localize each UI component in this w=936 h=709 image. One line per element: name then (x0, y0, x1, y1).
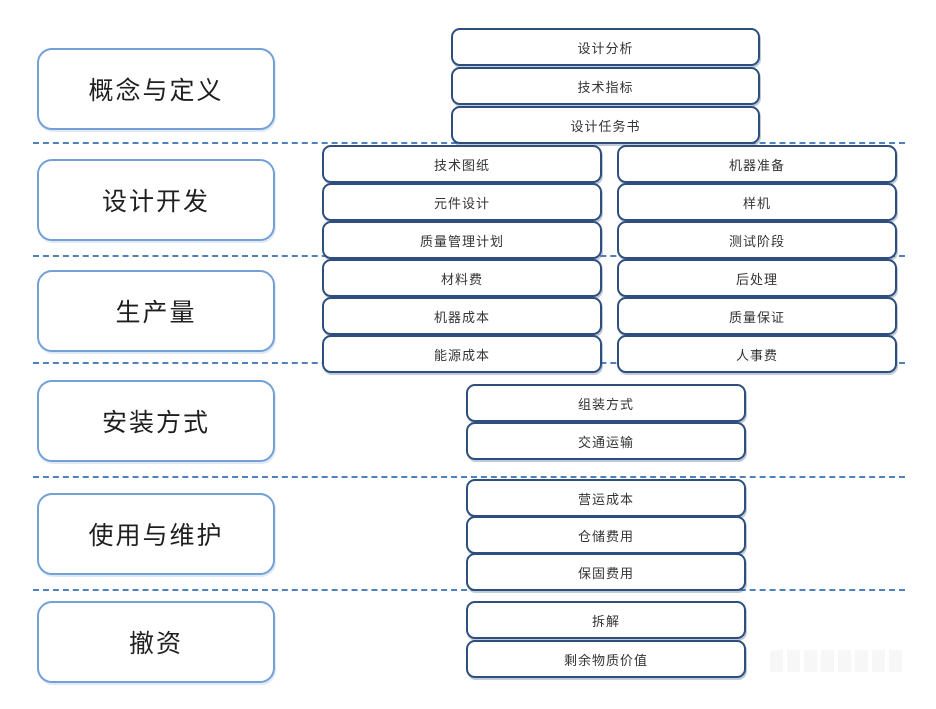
item-label: 设计任务书 (570, 118, 641, 134)
item-storage-cost: 仓储费用 (466, 516, 746, 554)
phase-label: 安装方式 (101, 409, 210, 437)
item-personnel-cost: 人事费 (617, 335, 897, 373)
item-label: 仓储费用 (577, 528, 634, 544)
item-label: 技术指标 (577, 79, 634, 95)
item-label: 材料费 (440, 271, 483, 287)
watermark (770, 650, 905, 672)
phase-label: 生产量 (115, 299, 197, 327)
item-label: 剩余物质价值 (563, 652, 648, 668)
item-label: 能源成本 (433, 347, 490, 363)
phase-label: 使用与维护 (88, 522, 224, 550)
item-warranty-cost: 保固费用 (466, 553, 746, 591)
item-label: 交通运输 (577, 434, 634, 450)
item-design-analysis: 设计分析 (451, 28, 760, 66)
item-label: 质量保证 (728, 309, 785, 325)
section-divider (33, 589, 905, 591)
item-label: 机器准备 (728, 157, 785, 173)
item-label: 人事费 (735, 347, 778, 363)
item-assembly-method: 组装方式 (466, 384, 746, 422)
item-label: 质量管理计划 (419, 233, 504, 249)
phase-label: 概念与定义 (88, 77, 224, 105)
item-label: 样机 (742, 195, 771, 211)
item-disassembly: 拆解 (466, 601, 746, 639)
item-residual-material-value: 剩余物质价值 (466, 640, 746, 678)
item-post-processing: 后处理 (617, 259, 897, 297)
item-label: 保固费用 (577, 565, 634, 581)
item-machine-cost: 机器成本 (322, 297, 602, 335)
item-label: 组装方式 (577, 396, 634, 412)
item-label: 机器成本 (433, 309, 490, 325)
item-design-brief: 设计任务书 (451, 106, 760, 144)
section-divider (33, 476, 905, 478)
item-testing-phase: 测试阶段 (617, 221, 897, 259)
item-technical-drawings: 技术图纸 (322, 145, 602, 183)
item-quality-management-plan: 质量管理计划 (322, 221, 602, 259)
item-energy-cost: 能源成本 (322, 335, 602, 373)
phase-label: 设计开发 (101, 188, 210, 216)
phase-divestment: 撤资 (37, 601, 275, 683)
phase-label: 撤资 (128, 630, 183, 658)
item-operating-cost: 营运成本 (466, 479, 746, 517)
item-machine-preparation: 机器准备 (617, 145, 897, 183)
phase-concept-definition: 概念与定义 (37, 48, 275, 130)
item-label: 设计分析 (577, 40, 634, 56)
item-label: 测试阶段 (728, 233, 785, 249)
phase-use-maintenance: 使用与维护 (37, 493, 275, 575)
item-transportation: 交通运输 (466, 422, 746, 460)
item-label: 元件设计 (433, 195, 490, 211)
item-technical-specs: 技术指标 (451, 67, 760, 105)
item-label: 营运成本 (577, 491, 634, 507)
phase-design-development: 设计开发 (37, 159, 275, 241)
item-label: 后处理 (735, 271, 778, 287)
item-label: 拆解 (591, 613, 620, 629)
item-component-design: 元件设计 (322, 183, 602, 221)
phase-installation-method: 安装方式 (37, 380, 275, 462)
phase-production-volume: 生产量 (37, 270, 275, 352)
item-quality-assurance: 质量保证 (617, 297, 897, 335)
item-material-cost: 材料费 (322, 259, 602, 297)
item-prototype: 样机 (617, 183, 897, 221)
item-label: 技术图纸 (433, 157, 490, 173)
